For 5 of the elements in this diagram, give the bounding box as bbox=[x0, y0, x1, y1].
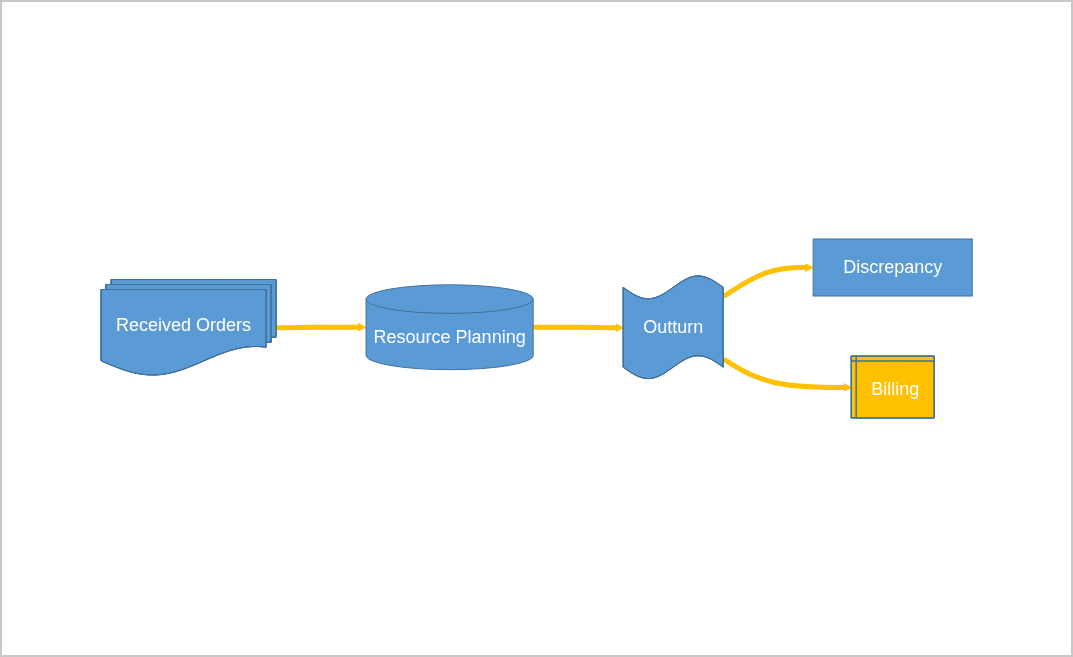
arrow bbox=[533, 323, 624, 333]
node-box: Discrepancy bbox=[812, 238, 973, 297]
arrow bbox=[722, 263, 814, 299]
arrow bbox=[722, 357, 852, 392]
arrow bbox=[276, 322, 367, 332]
